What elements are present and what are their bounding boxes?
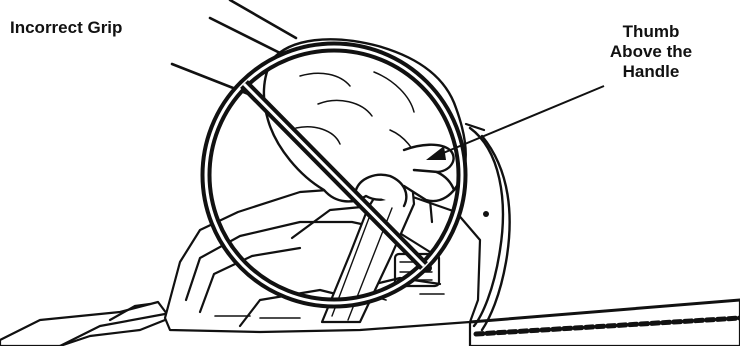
thumb-above-handle-label: Thumb Above the Handle [596, 22, 706, 82]
callout-line-1: Thumb [596, 22, 706, 42]
callout-line-3: Handle [596, 62, 706, 82]
guide-bar [470, 300, 740, 346]
incorrect-grip-label: Incorrect Grip [10, 18, 122, 38]
callout-line-2: Above the [596, 42, 706, 62]
gloved-hand [172, 0, 466, 206]
rear-handle-base [0, 302, 170, 346]
